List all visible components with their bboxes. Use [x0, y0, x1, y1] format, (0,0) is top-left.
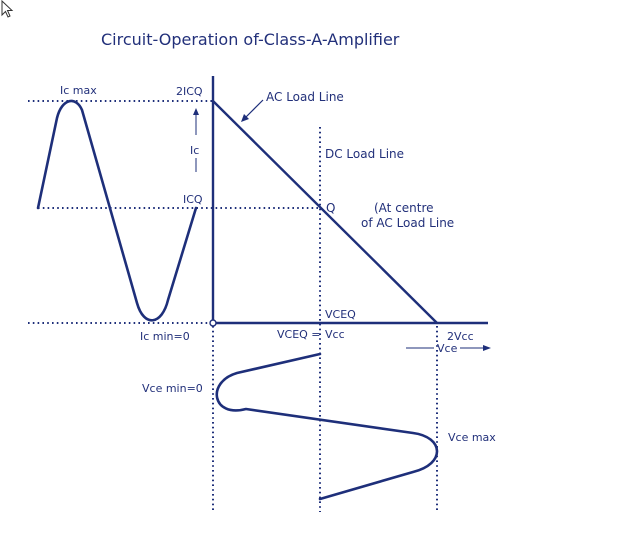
dc-load-line-label: DC Load Line [325, 147, 404, 161]
vce-min-label: Vce min=0 [142, 382, 203, 395]
vce-axis-label: Vce [437, 342, 458, 355]
ic-waveform [36, 99, 198, 322]
q-note-line-1: (At centre [374, 201, 434, 215]
ac-load-line-pointer-arrow [241, 99, 264, 122]
ic-up-arrow [193, 108, 199, 135]
vce-max-label: Vce max [448, 431, 496, 444]
two-vcc-label: 2Vcc [447, 330, 474, 343]
ic-min-label: Ic min=0 [140, 330, 190, 343]
origin-point [209, 319, 217, 327]
q-note-line-2: of AC Load Line [361, 216, 454, 230]
vceq-equals-label: VCEQ = [277, 328, 321, 341]
vce-right-arrow [406, 345, 491, 351]
ic-max-label: Ic max [60, 84, 97, 97]
ac-load-line-label: AC Load Line [266, 90, 344, 104]
vce-waveform [215, 352, 439, 501]
diagram-title: Circuit-Operation of-Class-A-Amplifier [101, 30, 400, 49]
ic-axis-label: Ic [190, 144, 199, 157]
icq-label: ICQ [183, 193, 203, 206]
mouse-pointer-icon [1, 0, 14, 18]
two-icq-label: 2ICQ [176, 85, 203, 98]
ac-load-line [212, 100, 438, 324]
vceq-label: VCEQ [325, 308, 356, 321]
vcc-label: Vcc [325, 328, 345, 341]
q-point-label: Q [326, 201, 335, 215]
